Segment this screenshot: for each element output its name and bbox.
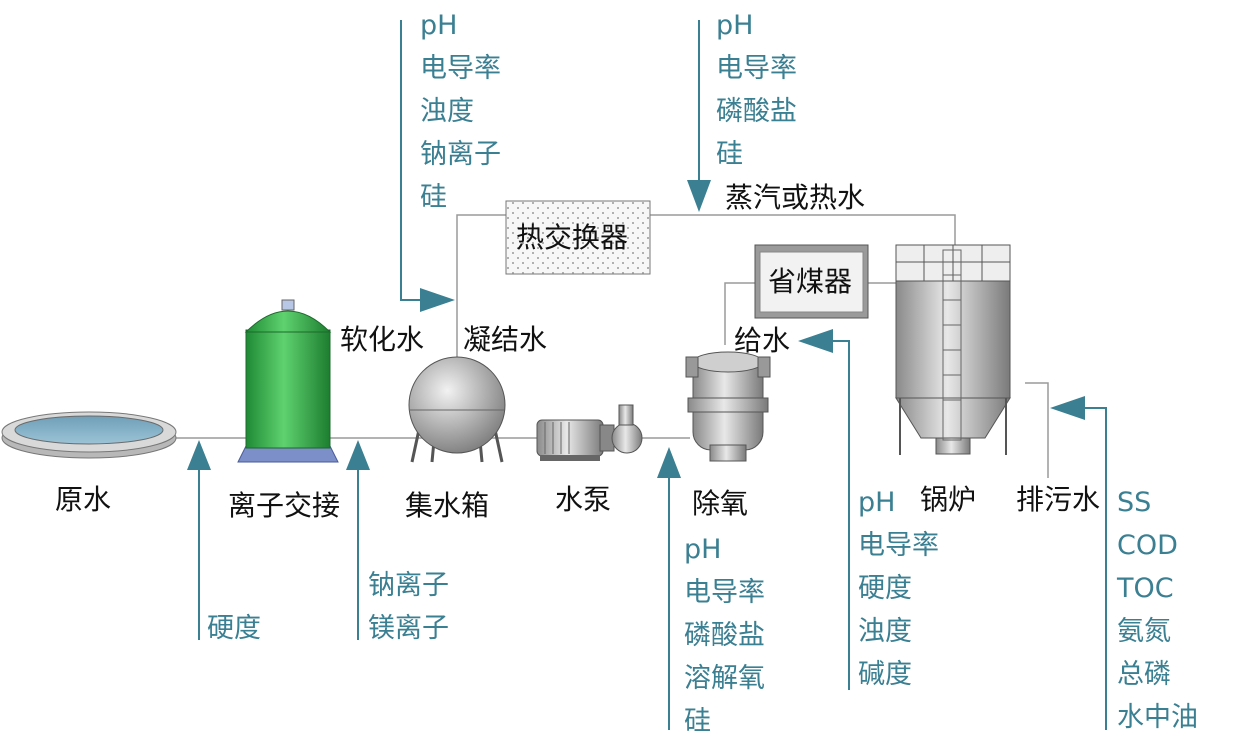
param-item: pH — [858, 487, 896, 518]
param-item: 镁离子 — [368, 613, 449, 644]
param-item: COD — [1117, 530, 1178, 561]
water-tank — [408, 356, 506, 463]
softened-water-label: 软化水 — [340, 323, 425, 356]
param-item: 电导率 — [858, 530, 939, 561]
boiler-label: 锅炉 — [920, 483, 977, 516]
blowdown-label: 排污水 — [1016, 483, 1101, 516]
param-item: 溶解氧 — [684, 663, 765, 694]
raw-water-params: 硬度 — [207, 607, 261, 650]
steam-params: pH 电导率 磷酸盐 硅 — [716, 4, 797, 176]
param-item: 磷酸盐 — [684, 620, 765, 651]
param-item: 电导率 — [420, 53, 501, 84]
param-item: 钠离子 — [420, 139, 501, 170]
deaerator-label: 除氧 — [692, 487, 749, 520]
param-item: 氨氮 — [1117, 616, 1171, 647]
condensate-label: 凝结水 — [463, 323, 548, 356]
param-item: 钠离子 — [368, 570, 449, 601]
pump-label: 水泵 — [555, 483, 612, 516]
feed-water-params: pH 电导率 硬度 浊度 碱度 — [858, 481, 939, 696]
boiler — [895, 244, 1011, 455]
blowdown-params: SS COD TOC 氨氮 总磷 水中油 — [1117, 481, 1198, 739]
softened-water-params: 钠离子 镁离子 — [368, 564, 449, 650]
economizer-label: 省煤器 — [768, 265, 853, 298]
feed-water-label: 给水 — [734, 324, 791, 357]
arrow-deaerator — [657, 447, 681, 730]
deaerator-params: pH 电导率 磷酸盐 溶解氧 硅 — [684, 528, 765, 743]
param-item: 硅 — [684, 706, 711, 737]
water-pump — [536, 404, 643, 461]
param-item: pH — [716, 10, 754, 41]
param-item: 硬度 — [207, 613, 261, 644]
param-item: 水中油 — [1117, 702, 1198, 733]
param-item: 磷酸盐 — [716, 96, 797, 127]
param-item: 硬度 — [858, 573, 912, 604]
param-item: pH — [420, 10, 458, 41]
water-tank-label: 集水箱 — [405, 489, 490, 522]
ion-exchange-tank — [237, 299, 339, 463]
ion-exchange-label: 离子交接 — [228, 489, 341, 522]
raw-water-pool — [1, 411, 177, 459]
param-item: SS — [1117, 487, 1152, 518]
arrow-softened-water — [346, 440, 370, 640]
sampling-arrows — [187, 20, 1107, 730]
param-item: TOC — [1117, 573, 1174, 604]
param-item: pH — [684, 534, 722, 565]
arrow-raw-water — [187, 440, 211, 640]
deaerator-tank — [685, 351, 771, 462]
arrow-condensate — [400, 20, 455, 312]
arrow-feed-water — [798, 329, 850, 690]
arrow-steam — [687, 20, 711, 212]
param-item: 浊度 — [420, 96, 474, 127]
param-item: 电导率 — [716, 53, 797, 84]
arrow-blowdown — [1050, 396, 1107, 730]
param-item: 总磷 — [1117, 659, 1171, 690]
raw-water-label: 原水 — [55, 483, 112, 516]
param-item: 浊度 — [858, 616, 912, 647]
condensate-params: pH 电导率 浊度 钠离子 硅 — [420, 4, 501, 219]
param-item: 硅 — [716, 139, 743, 170]
steam-label: 蒸汽或热水 — [725, 181, 866, 214]
heat-exchanger — [505, 200, 651, 275]
economizer — [754, 244, 869, 319]
param-item: 电导率 — [684, 577, 765, 608]
param-item: 硅 — [420, 182, 447, 213]
param-item: 碱度 — [858, 659, 912, 690]
heat-exchanger-label: 热交换器 — [516, 221, 629, 254]
